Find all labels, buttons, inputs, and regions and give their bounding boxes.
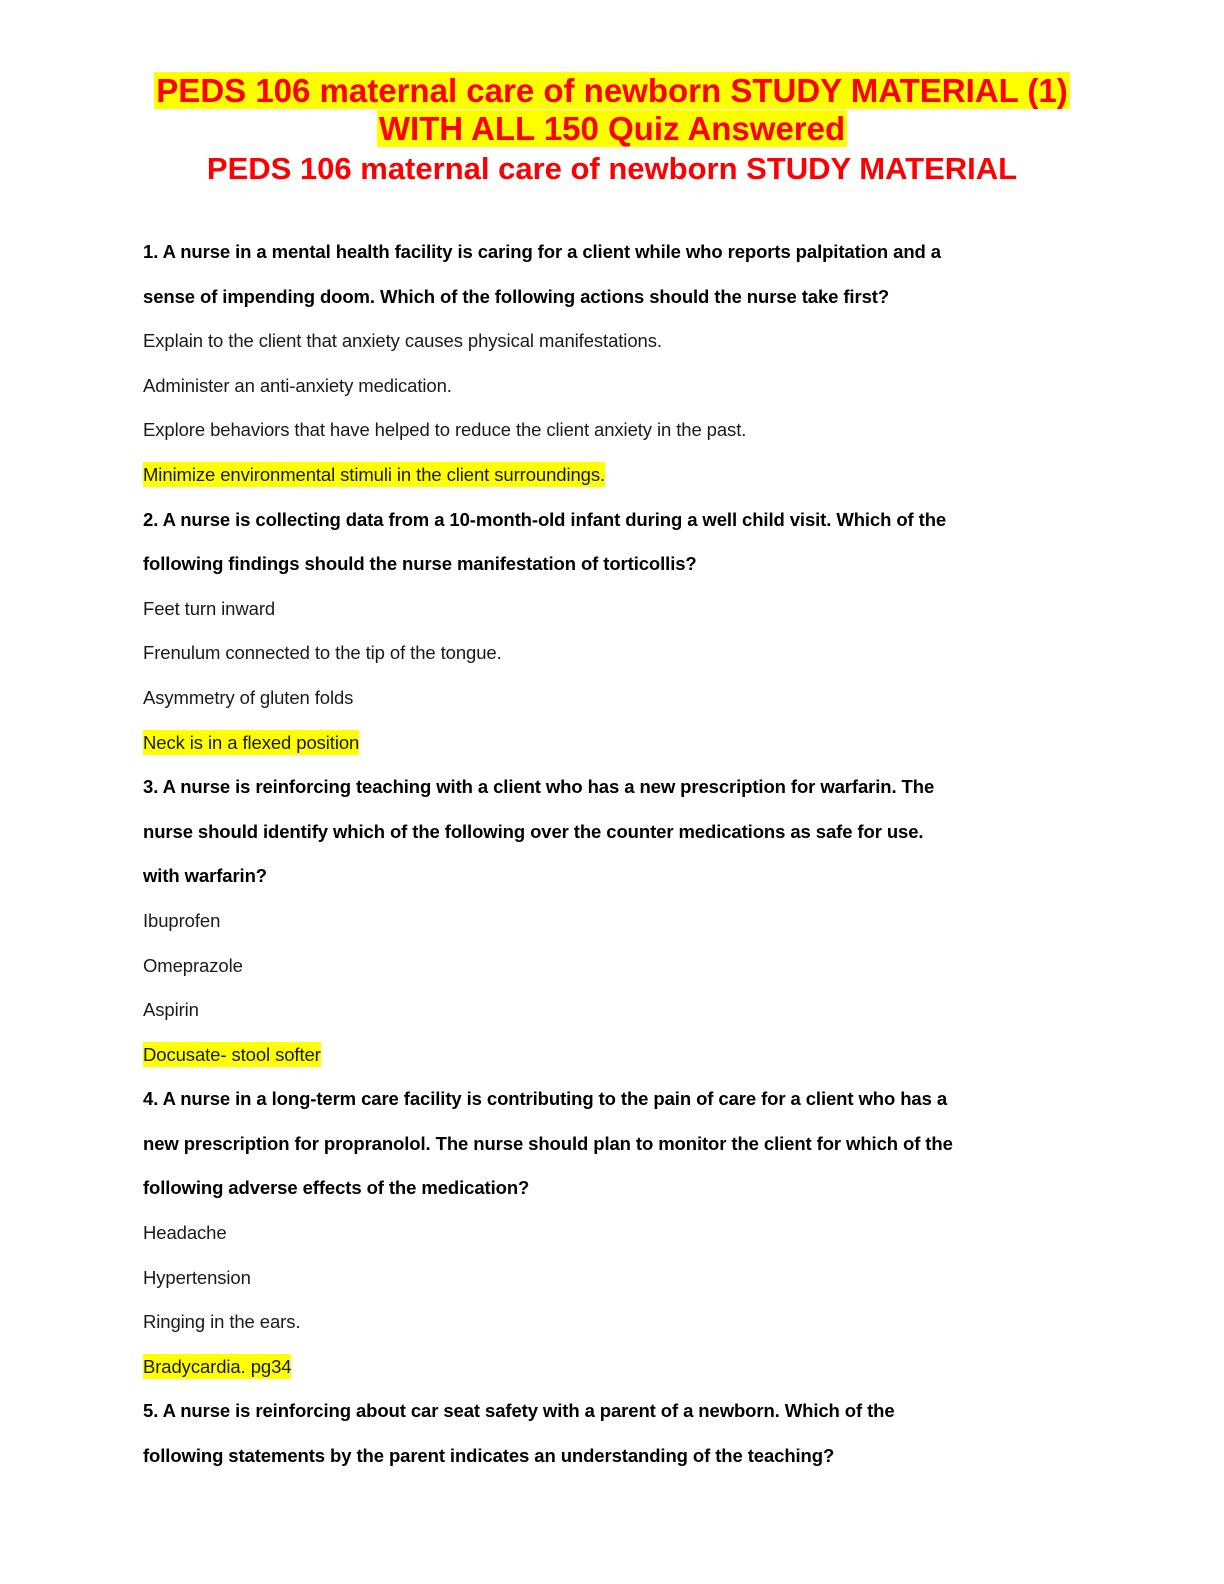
answer-option: Ringing in the ears. — [143, 1311, 301, 1333]
answer-option: Omeprazole — [143, 954, 243, 976]
answer-option: Explain to the client that anxiety cause… — [143, 330, 662, 352]
question-3: 3. A nurse is reinforcing teaching with … — [143, 765, 1003, 1077]
answer-option: Asymmetry of gluten folds — [143, 686, 354, 708]
correct-answer-option: Bradycardia. pg34 — [143, 1353, 292, 1379]
question-text-line: with warfarin? — [143, 865, 267, 887]
question-text-line: following statements by the parent indic… — [143, 1445, 835, 1467]
question-1: 1. A nurse in a mental health facility i… — [143, 230, 1003, 498]
question-text-line: 4. A nurse in a long-term care facility … — [143, 1088, 948, 1110]
question-text-line: following adverse effects of the medicat… — [143, 1177, 530, 1199]
answer-option: Explore behaviors that have helped to re… — [143, 419, 747, 441]
answer-option: Administer an anti-anxiety medication. — [143, 374, 452, 396]
answer-option: Ibuprofen — [143, 909, 221, 931]
answer-option: Frenulum connected to the tip of the ton… — [143, 642, 502, 664]
answer-option: Headache — [143, 1222, 227, 1244]
question-text-line: 3. A nurse is reinforcing teaching with … — [143, 776, 935, 798]
question-2: 2. A nurse is collecting data from a 10-… — [143, 498, 1003, 766]
question-4: 4. A nurse in a long-term care facility … — [143, 1077, 1003, 1389]
page-title-line-1: PEDS 106 maternal care of newborn STUDY … — [154, 72, 1070, 109]
question-text-line: 1. A nurse in a mental health facility i… — [143, 241, 941, 262]
page-subtitle: PEDS 106 maternal care of newborn STUDY … — [206, 151, 1018, 186]
answer-option: Feet turn inward — [143, 597, 276, 619]
question-text-line: 5. A nurse is reinforcing about car seat… — [143, 1400, 895, 1422]
question-text-line: sense of impending doom. Which of the fo… — [143, 285, 890, 307]
question-text-line: new prescription for propranolol. The nu… — [143, 1132, 953, 1154]
document-header: PEDS 106 maternal care of newborn STUDY … — [0, 72, 1224, 188]
correct-answer-option: Neck is in a flexed position — [143, 729, 360, 755]
answer-option: Aspirin — [143, 999, 199, 1021]
question-text-line: following findings should the nurse mani… — [143, 553, 697, 575]
question-5: 5. A nurse is reinforcing about car seat… — [143, 1389, 1003, 1478]
correct-answer-option: Minimize environmental stimuli in the cl… — [143, 461, 606, 487]
question-text-line: nurse should identify which of the follo… — [143, 820, 924, 842]
question-text-line: 2. A nurse is collecting data from a 10-… — [143, 508, 947, 530]
question-list: 1. A nurse in a mental health facility i… — [143, 230, 1003, 1479]
page-title-line-2: WITH ALL 150 Quiz Answered — [376, 110, 848, 147]
correct-answer-option: Docusate- stool softer — [143, 1041, 321, 1067]
answer-option: Hypertension — [143, 1266, 251, 1288]
